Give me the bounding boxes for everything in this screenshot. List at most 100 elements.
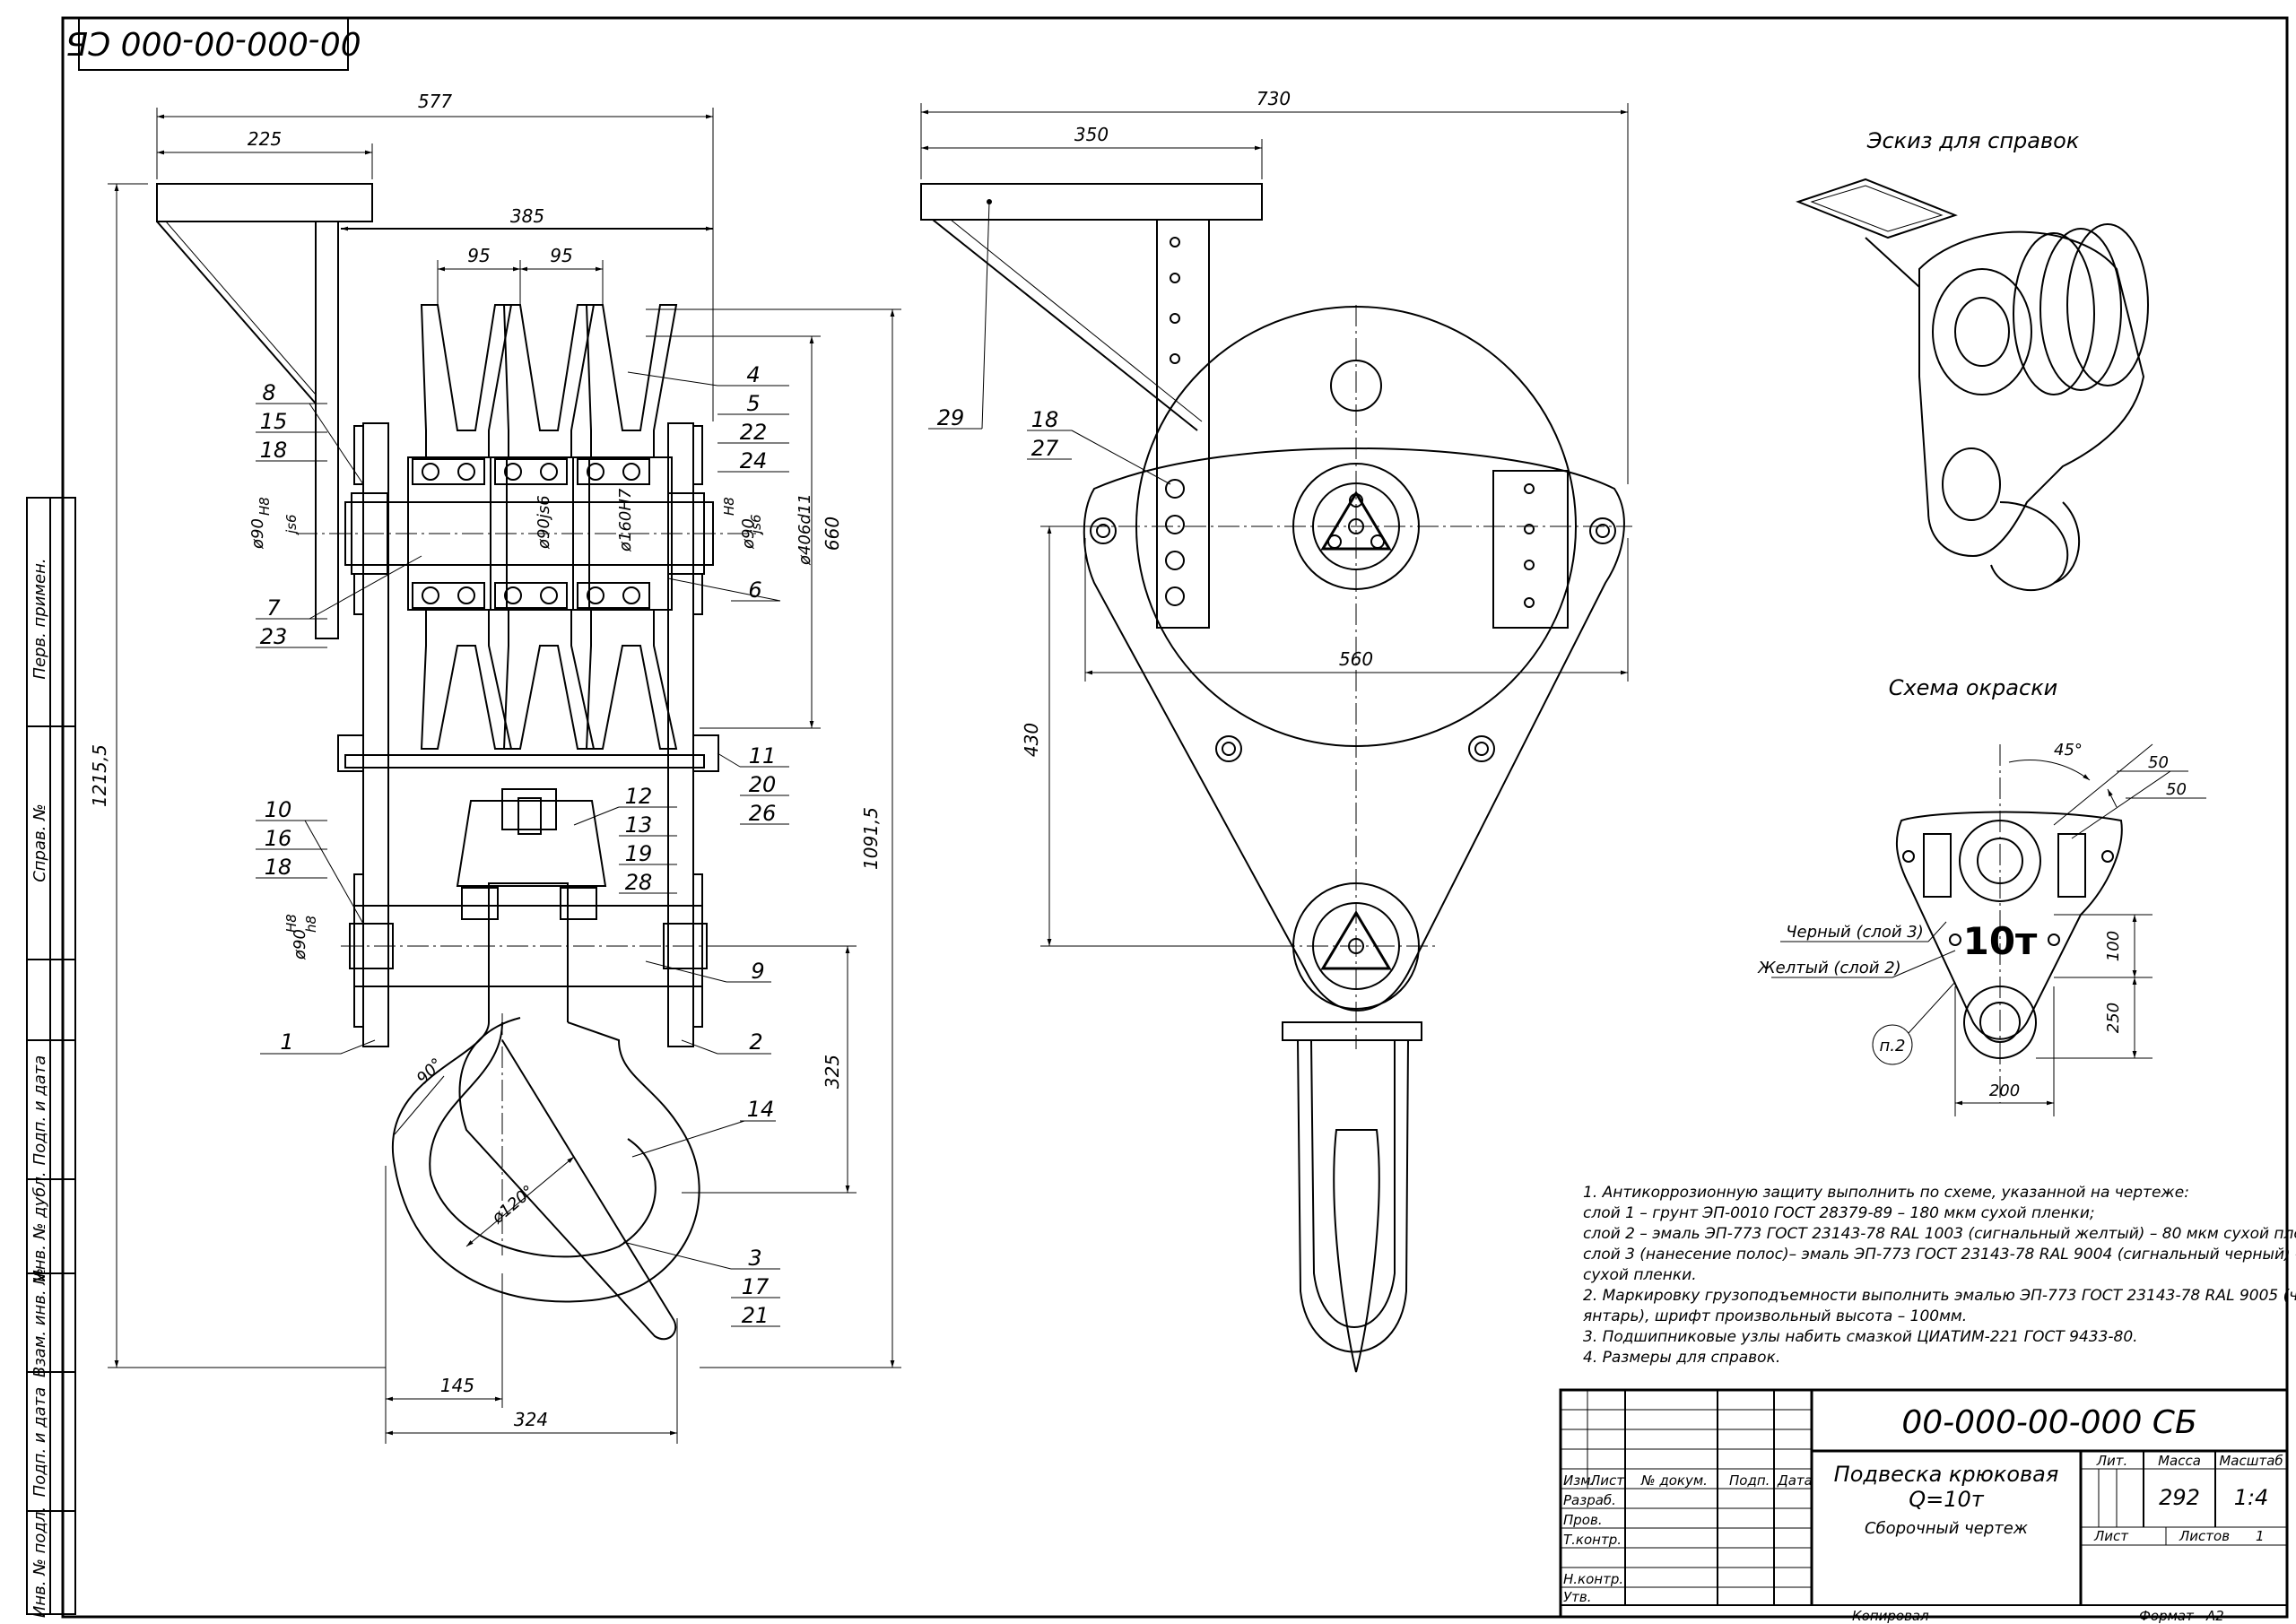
note-line: 3. Подшипниковые узлы набить смазкой ЦИА… bbox=[1583, 1328, 2138, 1346]
side-stamp-label: Взам. инв. № bbox=[30, 1268, 49, 1377]
fit-label: h8 bbox=[303, 916, 319, 933]
callout-3: 3 bbox=[748, 1246, 761, 1271]
format-value: А2 bbox=[2205, 1608, 2224, 1624]
dim-730: 730 bbox=[1257, 88, 1291, 109]
note-line: слой 1 – грунт ЭП-0010 ГОСТ 28379-89 – 1… bbox=[1583, 1204, 2095, 1222]
callout-24: 24 bbox=[740, 448, 768, 473]
note-line: 2. Маркировку грузоподъемности выполнить… bbox=[1583, 1287, 2296, 1305]
callout-6: 6 bbox=[748, 578, 761, 603]
top-stamp-text: 00-000-00-000 СБ bbox=[65, 24, 361, 61]
dim-324: 324 bbox=[514, 1409, 548, 1430]
header-list: Лист bbox=[1589, 1472, 1625, 1489]
callout-18: 18 bbox=[1031, 407, 1059, 432]
format-label: Формат bbox=[2139, 1608, 2195, 1624]
drawing-code: 00-000-00-000 СБ bbox=[1901, 1404, 2196, 1441]
doc-type: Сборочный чертеж bbox=[1865, 1519, 2029, 1538]
fit-label: ø160Н7 bbox=[616, 488, 635, 552]
dim-145: 145 bbox=[440, 1375, 474, 1396]
callout-11: 11 bbox=[749, 743, 777, 769]
note-line: 4. Размеры для справок. bbox=[1583, 1349, 1780, 1367]
callout-20: 20 bbox=[749, 772, 777, 797]
angle-45: 45° bbox=[2054, 741, 2083, 760]
side-stamp-label: Инв. № дубл. bbox=[30, 1171, 49, 1281]
dim-577: 577 bbox=[418, 91, 452, 112]
layer2-label: Желтый (слой 2) bbox=[1757, 959, 1900, 977]
side-view bbox=[920, 183, 1632, 1373]
row-tkontr: Т.контр. bbox=[1563, 1532, 1622, 1548]
callout-23: 23 bbox=[260, 624, 288, 649]
side-plate bbox=[1083, 447, 1625, 1012]
front-section-view bbox=[156, 183, 762, 1341]
note-line: сухой пленки. bbox=[1583, 1266, 1697, 1284]
callout-22: 22 bbox=[740, 420, 768, 445]
dim-385: 385 bbox=[510, 205, 544, 227]
dim-50: 50 bbox=[2166, 780, 2187, 799]
sketch-title: Эскиз для справок bbox=[1866, 128, 2080, 153]
fit-label: ø90 bbox=[248, 518, 267, 550]
title-block: 00-000-00-000 СБ Подвеска крюковая Q=10т… bbox=[1559, 1388, 2289, 1624]
dia-120: ø120° bbox=[488, 1182, 538, 1229]
dim-225: 225 bbox=[248, 128, 282, 150]
callout-10: 10 bbox=[265, 797, 292, 822]
sheave bbox=[407, 304, 513, 750]
row-razrab: Разраб. bbox=[1563, 1492, 1616, 1508]
callout-5: 5 bbox=[746, 391, 760, 416]
callout-18: 18 bbox=[265, 855, 292, 880]
dim-1215-5: 1215,5 bbox=[89, 744, 110, 807]
side-stamp: Перв. примен. Справ. № Подп. и дата Инв.… bbox=[26, 497, 76, 1618]
callout-26: 26 bbox=[749, 801, 777, 826]
callout-28: 28 bbox=[625, 870, 653, 895]
fit-label: ø90 bbox=[739, 518, 758, 550]
side-stamp-label: Подп. и дата bbox=[30, 1387, 49, 1498]
dim-325: 325 bbox=[822, 1055, 843, 1089]
paint-scheme: Схема окраски 10т 45° 50 50 100 250 200 bbox=[1757, 675, 2206, 1116]
dim-1091-5: 1091,5 bbox=[860, 807, 882, 870]
dim-95: 95 bbox=[550, 245, 572, 266]
drawing-capacity: Q=10т bbox=[1909, 1487, 1985, 1512]
callout-1: 1 bbox=[280, 1029, 293, 1055]
callout-13: 13 bbox=[625, 812, 653, 838]
header-doc: № докум. bbox=[1640, 1472, 1708, 1489]
sheets-label: Листов bbox=[2179, 1528, 2230, 1544]
callout-7: 7 bbox=[266, 595, 281, 621]
dim-95: 95 bbox=[467, 245, 490, 266]
note-line: янтарь), шрифт произвольный высота – 100… bbox=[1583, 1307, 1967, 1325]
callout-17: 17 bbox=[742, 1274, 770, 1299]
p2-label: п.2 bbox=[1880, 1037, 1906, 1055]
bearings bbox=[412, 458, 650, 609]
paint-title: Схема окраски bbox=[1889, 675, 2058, 700]
callout-4: 4 bbox=[746, 362, 760, 387]
sheets-value: 1 bbox=[2256, 1528, 2265, 1544]
drawing-name: Подвеска крюковая bbox=[1834, 1462, 2059, 1487]
dim-350: 350 bbox=[1074, 124, 1109, 145]
row-nkontr: Н.контр. bbox=[1563, 1571, 1623, 1587]
callout-21: 21 bbox=[742, 1303, 770, 1328]
fit-label: ø90 bbox=[291, 929, 309, 960]
side-stamp-label: Подп. и дата bbox=[30, 1055, 49, 1166]
sheet-frame bbox=[61, 16, 2289, 1619]
callout-14: 14 bbox=[747, 1097, 775, 1122]
fit-label: Н8 bbox=[283, 914, 300, 933]
mass-value: 292 bbox=[2159, 1485, 2200, 1510]
note-line: 1. Антикоррозионную защиту выполнить по … bbox=[1583, 1184, 2189, 1202]
mass-header: Масса bbox=[2158, 1453, 2201, 1469]
paint-shape bbox=[1895, 811, 2123, 1040]
note-line: слой 2 – эмаль ЭП-773 ГОСТ 23143-78 RAL … bbox=[1583, 1225, 2296, 1243]
callout-8: 8 bbox=[262, 380, 275, 405]
callout-27: 27 bbox=[1031, 436, 1059, 461]
row-prov: Пров. bbox=[1563, 1512, 1603, 1528]
fit-label: ø90js6 bbox=[535, 495, 553, 550]
dim-660: 660 bbox=[822, 517, 843, 551]
dim-100: 100 bbox=[2104, 931, 2123, 961]
side-stamp-label: Перв. примен. bbox=[30, 558, 49, 679]
isometric-sketch: Эскиз для справок bbox=[1796, 128, 2149, 591]
side-view-dimensions: 730 350 560 430 29 18 27 bbox=[920, 88, 1629, 947]
dim-250: 250 bbox=[2104, 1003, 2123, 1033]
technical-notes: 1. Антикоррозионную защиту выполнить по … bbox=[1583, 1184, 2296, 1367]
dim-430: 430 bbox=[1021, 723, 1042, 757]
callout-2: 2 bbox=[749, 1029, 762, 1055]
fit-label: ø406d11 bbox=[796, 493, 814, 566]
scale-value: 1:4 bbox=[2234, 1485, 2269, 1510]
fit-label: js6 bbox=[283, 514, 300, 535]
